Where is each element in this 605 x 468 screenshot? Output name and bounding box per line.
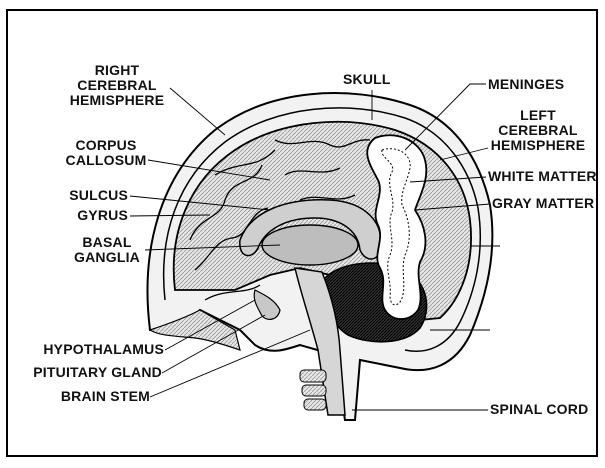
label-gyrus: GYRUS bbox=[44, 208, 128, 223]
label-spinal-cord: SPINAL CORD bbox=[490, 402, 588, 417]
label-gray-matter: GRAY MATTER bbox=[492, 196, 594, 211]
label-line: CALLOSUM bbox=[60, 153, 152, 168]
label-line: BASAL bbox=[68, 235, 146, 250]
label-line: LEFT bbox=[486, 108, 590, 123]
label-brain-stem: BRAIN STEM bbox=[6, 389, 150, 404]
label-line: HEMISPHERE bbox=[486, 138, 590, 153]
label-line: RIGHT bbox=[62, 63, 172, 78]
label-meninges: MENINGES bbox=[488, 77, 564, 92]
label-line: HEMISPHERE bbox=[62, 93, 172, 108]
label-right-hemisphere: RIGHT CEREBRAL HEMISPHERE bbox=[62, 63, 172, 108]
label-hypothalamus: HYPOTHALAMUS bbox=[6, 342, 164, 357]
label-corpus-callosum: CORPUS CALLOSUM bbox=[60, 138, 152, 168]
label-pituitary-gland: PITUITARY GLAND bbox=[6, 365, 162, 380]
label-basal-ganglia: BASAL GANGLIA bbox=[68, 235, 146, 265]
label-white-matter: WHITE MATTER bbox=[488, 169, 597, 184]
label-left-hemisphere: LEFT CEREBRAL HEMISPHERE bbox=[486, 108, 590, 153]
label-skull: SKULL bbox=[343, 72, 391, 87]
label-line: GANGLIA bbox=[68, 250, 146, 265]
label-line: CEREBRAL bbox=[486, 123, 590, 138]
label-sulcus: SULCUS bbox=[44, 188, 128, 203]
label-line: CEREBRAL bbox=[62, 78, 172, 93]
vertebrae bbox=[300, 370, 326, 410]
label-line: CORPUS bbox=[60, 138, 152, 153]
